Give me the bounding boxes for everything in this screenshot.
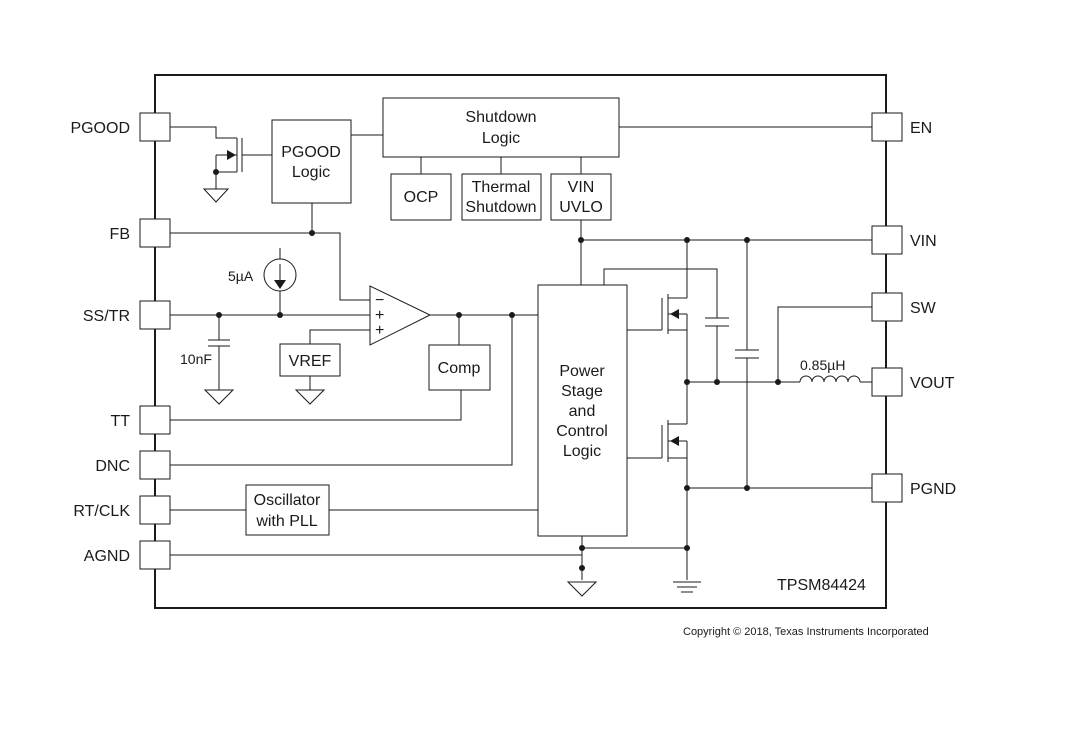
oscillator-block: Oscillator with PLL [245,484,330,536]
pin-rt-clk: RT/CLK [73,495,171,525]
ground-icon [203,389,235,405]
amp-plus-2: + [375,322,384,339]
pin-agnd: AGND [84,540,171,570]
amp-minus: − [375,292,384,309]
pin-vin-label: VIN [910,233,937,250]
shutdown-logic-line2: Logic [482,130,520,147]
pin-fb-label: FB [110,226,130,243]
comp-label: Comp [438,360,481,377]
power-stage-line4: Control [556,423,608,440]
pin-tt: TT [110,405,171,435]
pin-ss-tr: SS/TR [83,300,171,330]
pin-pgood-label: PGOOD [70,120,130,137]
amp-plus-1: + [375,307,384,324]
pin-vin: VIN [871,225,937,255]
pin-tt-label: TT [110,413,130,430]
power-stage-line5: Logic [563,443,601,460]
pin-pgnd-label: PGND [910,481,956,498]
ground-icon [294,389,326,405]
pin-dnc: DNC [95,450,171,480]
pin-pgnd: PGND [871,473,956,503]
vref-label: VREF [289,353,332,370]
shutdown-logic-line1: Shutdown [465,109,536,126]
comp-block: Comp [428,344,491,391]
shutdown-logic-block: Shutdown Logic [382,97,620,158]
pin-pgood: PGOOD [70,112,171,142]
vin-uvlo-line2: UVLO [559,199,603,216]
wires [170,126,872,597]
pin-en: EN [871,112,932,142]
pin-fb: FB [110,218,171,248]
pin-sw-label: SW [910,300,937,317]
vin-uvlo-block: VIN UVLO [550,173,612,221]
pgood-logic-line2: Logic [292,164,330,181]
power-stage-line3: and [569,403,596,420]
ground-icon [202,188,230,203]
pgood-logic-block: PGOOD Logic [271,119,352,204]
package-outline [154,74,887,609]
ocp-block: OCP [390,173,452,221]
thermal-shutdown-block: Thermal Shutdown [461,173,542,221]
oscillator-line1: Oscillator [254,492,321,509]
junction-dots [213,169,781,571]
pin-ss-tr-label: SS/TR [83,308,130,325]
thermal-shutdown-line2: Shutdown [465,199,536,216]
current-source-icon [263,258,297,292]
pin-en-label: EN [910,120,932,137]
power-stage-block: Power Stage and Control Logic [537,284,628,537]
pin-rt-clk-label: RT/CLK [73,503,130,520]
pin-sw: SW [871,292,937,322]
power-stage-line2: Stage [561,383,603,400]
part-number: TPSM84424 [777,577,866,594]
ss-capacitor-label: 10nF [180,351,212,367]
pin-dnc-label: DNC [95,458,130,475]
thermal-shutdown-line1: Thermal [472,179,531,196]
pgood-logic-line1: PGOOD [281,144,341,161]
error-amplifier-icon: − + + [369,285,432,346]
vin-uvlo-line1: VIN [568,179,595,196]
vref-block: VREF [279,343,341,377]
pin-agnd-label: AGND [84,548,130,565]
copyright-notice: Copyright © 2018, Texas Instruments Inco… [683,626,929,638]
oscillator-line2: with PLL [255,513,317,530]
inductor-label: 0.85µH [800,357,845,373]
ocp-label: OCP [404,189,439,206]
power-stage-line1: Power [559,363,605,380]
ground-icon [566,581,598,597]
pin-vout: VOUT [871,367,955,397]
current-source-label: 5µA [228,268,254,284]
pin-vout-label: VOUT [910,375,955,392]
